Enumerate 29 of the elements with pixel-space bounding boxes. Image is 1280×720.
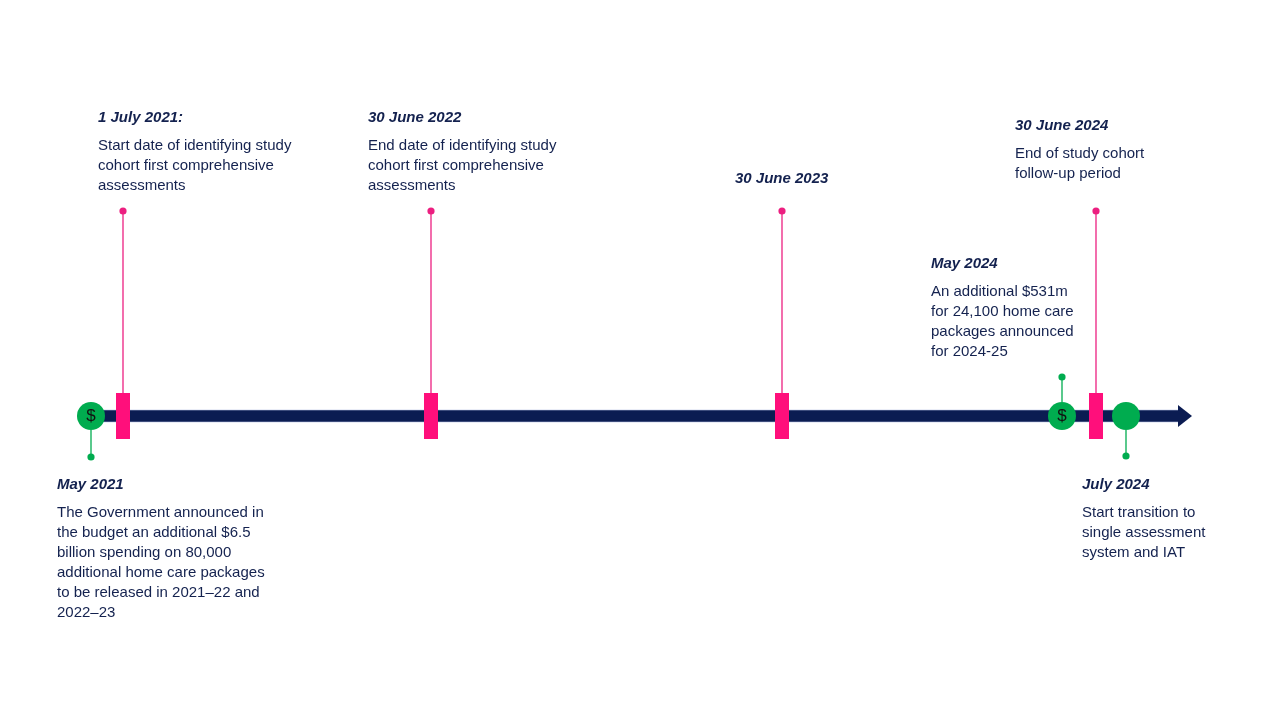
- leader-line: [1092, 207, 1100, 394]
- milestone-circle: [77, 402, 105, 430]
- milestone-date: 30 June 2023: [735, 168, 829, 188]
- milestone-date: 30 June 2024: [1015, 115, 1109, 135]
- milestone-circle: [1112, 402, 1140, 430]
- milestone-circle: [1048, 402, 1076, 430]
- milestone-description: End date of identifying study cohort first comprehensive assessments: [368, 135, 558, 195]
- milestone-bar: [775, 393, 789, 439]
- milestone-date: May 2024: [931, 253, 998, 273]
- milestone-description: The Government announced in the budget an additional $6.5 billion spending on 80,000 additional home care packages to be released in 2021–22 and 2022–23: [57, 502, 266, 622]
- leader-line: [427, 207, 435, 394]
- milestone-description: End of study cohort follow-up period: [1015, 143, 1146, 183]
- leader-line: [87, 429, 95, 461]
- currency-symbol: $: [1057, 407, 1067, 425]
- leader-line: [778, 207, 786, 394]
- leader-line: [119, 207, 127, 394]
- leader-line: [1058, 373, 1066, 403]
- milestone-date: 1 July 2021:: [98, 107, 184, 127]
- leader-line: [1122, 429, 1130, 460]
- milestone-description: Start date of identifying study cohort first comprehensive assessments: [98, 135, 293, 195]
- milestone-bar: [424, 393, 438, 439]
- milestone-description: An additional $531m for 24,100 home care packages announced for 2024-25: [931, 281, 1075, 361]
- milestone-description: Start transition to single assessment system and IAT: [1082, 502, 1207, 562]
- milestone-bar: [1089, 393, 1103, 439]
- milestone-date: 30 June 2022: [368, 107, 462, 127]
- milestone-bar: [116, 393, 130, 439]
- currency-symbol: $: [86, 407, 96, 425]
- milestone-date: May 2021: [57, 474, 124, 494]
- milestone-date: July 2024: [1082, 474, 1150, 494]
